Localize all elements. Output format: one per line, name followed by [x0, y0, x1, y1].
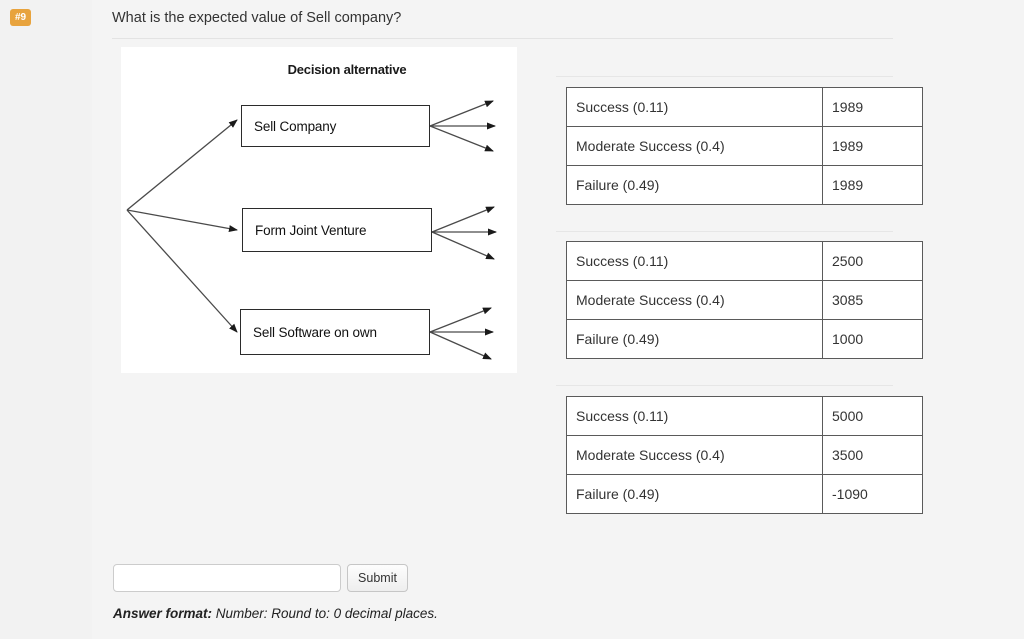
outcome-value: 1989 — [822, 126, 923, 166]
outcome-label: Moderate Success (0.4) — [566, 126, 823, 166]
outcome-value: 1989 — [822, 87, 923, 127]
table-divider — [556, 76, 893, 77]
diagram-title: Decision alternative — [287, 62, 407, 77]
payoff-table-sell-company: Success (0.11) 1989 Moderate Success (0.… — [566, 87, 923, 205]
tree-node-sell-software-on-own: Sell Software on own — [240, 309, 430, 355]
table-row: Moderate Success (0.4) 3085 — [566, 280, 923, 320]
outcome-label: Failure (0.49) — [566, 319, 823, 359]
tree-node-label: Sell Company — [254, 118, 337, 134]
answer-format-label: Answer format: — [113, 606, 213, 621]
outcome-value: 2500 — [822, 241, 923, 281]
table-divider — [556, 231, 893, 232]
answer-input[interactable] — [113, 564, 341, 592]
decision-tree-graphic — [126, 100, 497, 360]
table-row: Failure (0.49) -1090 — [566, 474, 923, 514]
outcome-label: Moderate Success (0.4) — [566, 435, 823, 475]
table-row: Failure (0.49) 1000 — [566, 319, 923, 359]
outcome-label: Success (0.11) — [566, 241, 823, 281]
left-gutter — [0, 0, 92, 639]
table-row: Moderate Success (0.4) 1989 — [566, 126, 923, 166]
outcome-label: Success (0.11) — [566, 87, 823, 127]
table-row: Failure (0.49) 1989 — [566, 165, 923, 205]
table-divider — [556, 385, 893, 386]
tree-node-form-joint-venture: Form Joint Venture — [242, 208, 432, 252]
outcome-value: 1989 — [822, 165, 923, 205]
tree-node-sell-company: Sell Company — [241, 105, 430, 147]
submit-button[interactable]: Submit — [347, 564, 408, 592]
question-number-badge: #9 — [10, 9, 31, 26]
answer-format-value: Number: Round to: 0 decimal places. — [212, 606, 438, 621]
table-row: Success (0.11) 1989 — [566, 87, 923, 127]
outcome-value: 3500 — [822, 435, 923, 475]
outcome-label: Success (0.11) — [566, 396, 823, 436]
payoff-table-form-joint-venture: Success (0.11) 2500 Moderate Success (0.… — [566, 241, 923, 359]
outcome-label: Failure (0.49) — [566, 165, 823, 205]
outcome-label: Failure (0.49) — [566, 474, 823, 514]
table-row: Success (0.11) 2500 — [566, 241, 923, 281]
header-divider — [112, 38, 893, 39]
outcome-value: -1090 — [822, 474, 923, 514]
decision-tree-panel: Decision alternative Sell Company Form J… — [121, 47, 517, 373]
question-prompt: What is the expected value of Sell compa… — [112, 10, 402, 26]
outcome-value: 5000 — [822, 396, 923, 436]
tree-node-label: Sell Software on own — [253, 324, 377, 340]
payoff-table-sell-software-on-own: Success (0.11) 5000 Moderate Success (0.… — [566, 396, 923, 514]
table-row: Moderate Success (0.4) 3500 — [566, 435, 923, 475]
outcome-value: 3085 — [822, 280, 923, 320]
outcome-value: 1000 — [822, 319, 923, 359]
table-row: Success (0.11) 5000 — [566, 396, 923, 436]
answer-format-hint: Answer format: Number: Round to: 0 decim… — [113, 606, 438, 621]
tree-node-label: Form Joint Venture — [255, 222, 367, 238]
outcome-label: Moderate Success (0.4) — [566, 280, 823, 320]
